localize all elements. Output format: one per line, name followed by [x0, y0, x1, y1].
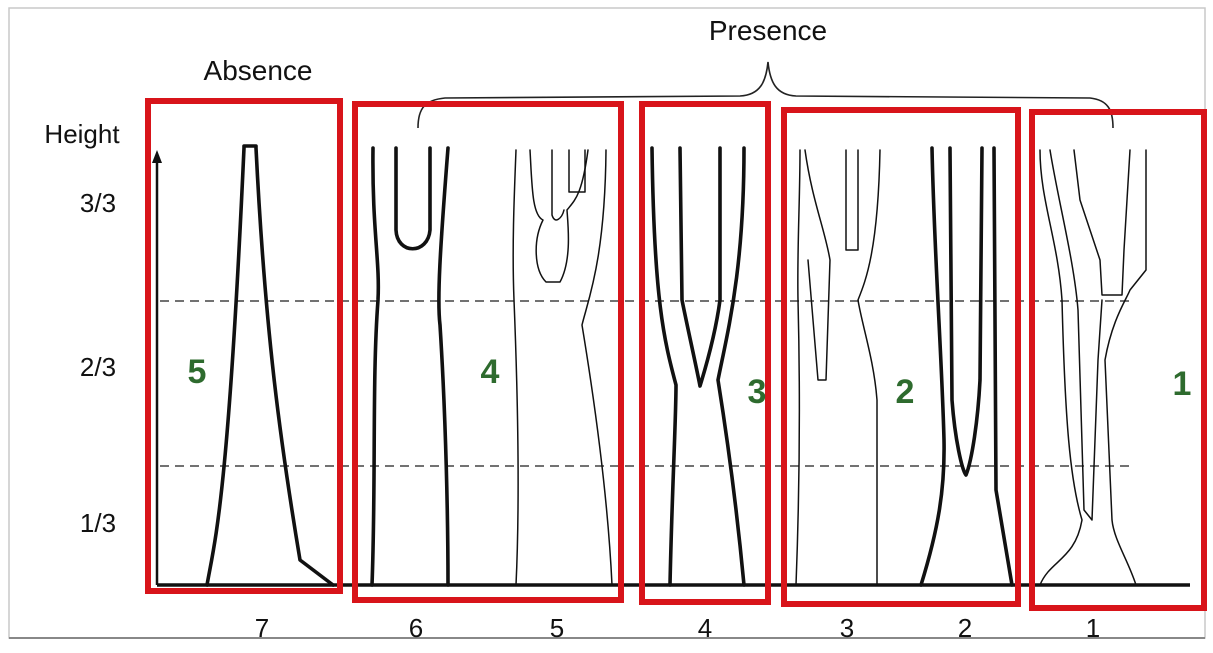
zone-3-box	[639, 101, 771, 605]
zone-4-box	[352, 101, 624, 603]
presence-brace	[417, 61, 1114, 129]
stem-label-4: 4	[698, 613, 712, 643]
stem-label-2: 2	[958, 613, 972, 643]
zone-5-box	[145, 98, 343, 594]
zone-1-box	[1029, 109, 1207, 611]
zone-4-number: 4	[481, 353, 500, 391]
height-tick-1-3: 1/3	[80, 508, 116, 538]
stem-2-drawing	[919, 146, 1014, 587]
stem-6-drawing	[370, 146, 450, 587]
absence-label: Absence	[204, 55, 313, 86]
stem-label-1: 1	[1086, 613, 1100, 643]
height-tick-3-3: 3/3	[80, 188, 116, 218]
stem-1-drawing	[1039, 149, 1147, 586]
stem-4-drawing	[650, 146, 746, 587]
stem-label-5: 5	[550, 613, 564, 643]
presence-label: Presence	[709, 15, 827, 46]
zone-1-number: 1	[1173, 365, 1192, 403]
stem-label-3: 3	[840, 613, 854, 643]
stem-3-drawing	[795, 149, 881, 586]
zone-2-box	[781, 107, 1021, 607]
stem-7-drawing	[205, 144, 335, 587]
stem-5-drawing	[512, 149, 613, 586]
stem-label-6: 6	[409, 613, 423, 643]
stem-label-7: 7	[255, 613, 269, 643]
zone-2-number: 2	[896, 373, 915, 411]
height-axis-arrow	[152, 150, 162, 163]
zone-5-number: 5	[188, 353, 207, 391]
zone-3-number: 3	[748, 373, 767, 411]
height-tick-2-3: 2/3	[80, 352, 116, 382]
height-axis-label: Height	[44, 119, 120, 149]
